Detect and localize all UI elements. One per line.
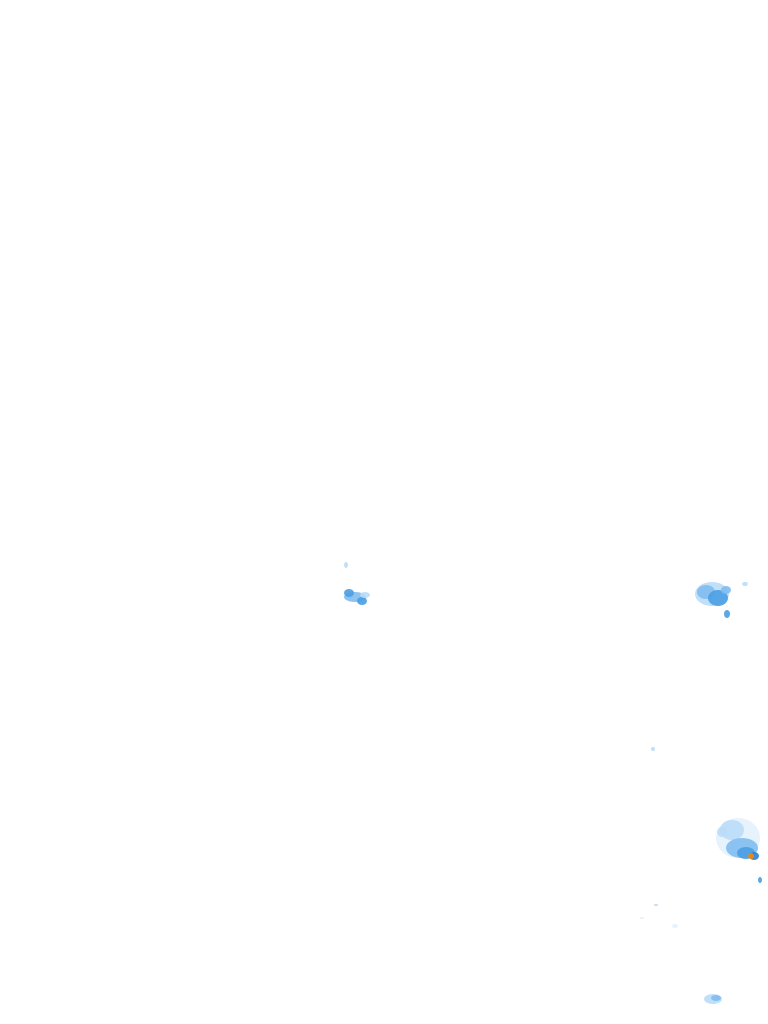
echo-dot	[758, 877, 762, 883]
echo-cluster-west-core	[344, 589, 354, 597]
echo-cluster-northeast-tail	[724, 610, 730, 618]
echo-cluster-southeast-peak	[748, 853, 754, 859]
echo-dot	[640, 917, 644, 919]
echo-dot	[654, 904, 658, 906]
echo-cluster-northeast-core	[708, 590, 728, 606]
echo-dot	[672, 924, 678, 928]
echo-cluster-south-core	[711, 995, 721, 1001]
echo-cluster-west-core	[357, 597, 367, 605]
echo-cluster-northeast-band	[721, 586, 731, 594]
echo-cluster-southeast-edge	[717, 827, 727, 837]
echo-cluster-west-edge	[360, 592, 370, 598]
echo-dot	[344, 562, 348, 568]
echo-dot	[742, 582, 748, 586]
echo-dot	[651, 747, 655, 751]
